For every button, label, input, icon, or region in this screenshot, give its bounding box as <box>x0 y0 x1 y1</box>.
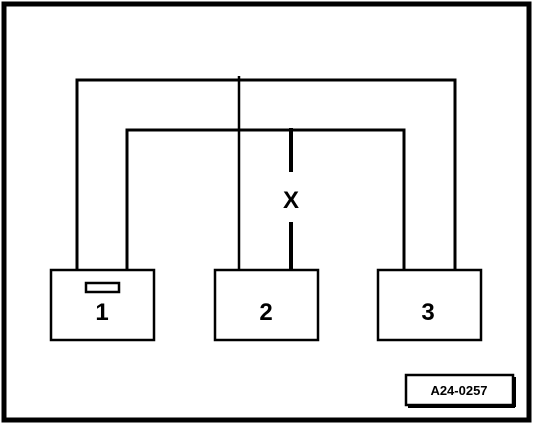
component-box-1 <box>49 268 156 342</box>
diagram-frame <box>1 1 532 423</box>
component-label-2: 2 <box>259 299 272 326</box>
reference-code-box <box>404 373 515 407</box>
component-box-3 <box>376 268 483 342</box>
reference-code-label: A24-0257 <box>430 383 487 398</box>
wire-outer <box>75 78 457 288</box>
component-label-3: 3 <box>421 299 434 326</box>
component-box-2 <box>213 268 320 342</box>
component-label-1: 1 <box>95 299 108 326</box>
fuse-icon <box>84 281 121 294</box>
break-marker-label: X <box>283 187 299 214</box>
wire-inner <box>125 128 406 288</box>
